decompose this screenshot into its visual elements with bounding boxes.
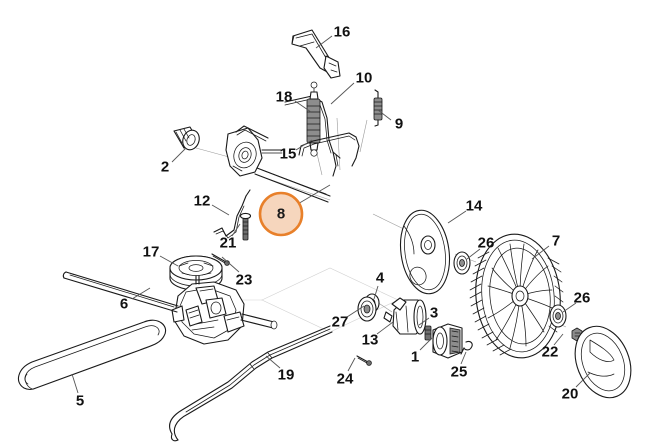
callout-label-9[interactable]: 9 [394,115,404,133]
callout-label-26[interactable]: 26 [477,234,495,252]
callout-label-17[interactable]: 17 [142,243,160,261]
part-12-wire-clip [213,189,251,239]
part-26-ball-bearing-inner [453,251,471,275]
part-24-pin-fastener [356,355,372,366]
highlighted-part-circle[interactable] [258,191,304,237]
part-9-small-spring [373,89,383,127]
callout-label-5[interactable]: 5 [75,392,85,410]
axle-bearing-bracket [225,125,285,177]
gearbox-housing [171,275,278,345]
callout-label-27[interactable]: 27 [331,313,349,331]
part-3-roll-pin [424,325,432,341]
callout-label-13[interactable]: 13 [361,331,379,349]
callout-label-3[interactable]: 3 [429,304,439,322]
part-23-pin [211,253,230,266]
callout-label-7[interactable]: 7 [551,232,561,250]
callout-label-4[interactable]: 4 [375,269,385,287]
part-7-spoked-wheel [469,233,564,359]
callout-label-8[interactable]: 8 [276,205,286,223]
callout-leader-lines [71,35,591,394]
part-27-bearing-ring [357,296,377,322]
callout-label-21[interactable]: 21 [219,234,237,252]
part-6-actuator-rod [62,271,179,313]
callout-label-10[interactable]: 10 [355,69,373,87]
part-14-friction-disc [399,209,451,295]
callout-label-25[interactable]: 25 [450,363,468,381]
part-5-v-belt [17,319,166,391]
callout-label-15[interactable]: 15 [279,145,297,163]
callout-label-16[interactable]: 16 [333,23,351,41]
part-17-drive-pulley [169,255,223,291]
callout-label-19[interactable]: 19 [277,366,295,384]
part-13-pinion-housing [383,297,427,335]
part-26-ball-bearing-outer [549,304,567,328]
callout-label-20[interactable]: 20 [561,385,579,403]
part-19-handle-bar [169,325,333,442]
callout-label-6[interactable]: 6 [119,295,129,313]
callout-label-1[interactable]: 1 [410,348,420,366]
callout-label-18[interactable]: 18 [275,88,293,106]
callout-label-22[interactable]: 22 [541,343,559,361]
part-21-screw [239,212,252,241]
part-8-drive-axle-shaft [254,167,331,203]
callout-label-26[interactable]: 26 [573,289,591,307]
callout-label-23[interactable]: 23 [235,271,253,289]
part-16-lever-bracket [291,29,341,79]
callout-label-14[interactable]: 14 [465,197,483,215]
part-20-hub-cap [574,325,632,399]
part-2-bushing-sleeve [173,126,200,151]
callout-label-2[interactable]: 2 [160,158,170,176]
part-25-cotter-pin [460,340,473,355]
callout-label-24[interactable]: 24 [336,370,354,388]
part-1-drive-gear [432,323,463,359]
callout-label-12[interactable]: 12 [193,192,211,210]
